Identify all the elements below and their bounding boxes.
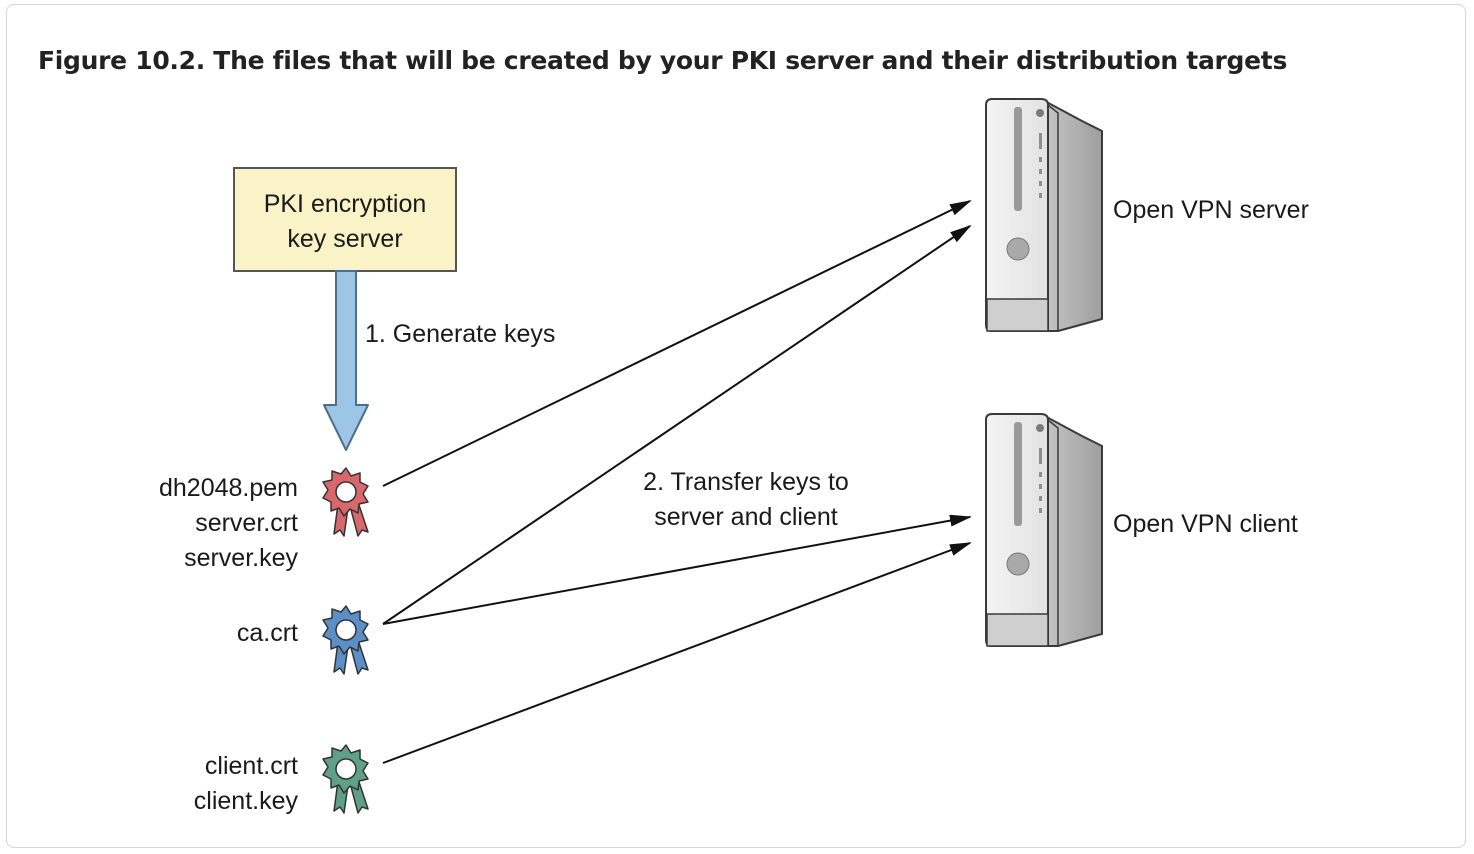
- file-label-client-crt: client.crt: [205, 752, 298, 780]
- vpn-client-label: Open VPN client: [1113, 510, 1298, 538]
- figure-caption: Figure 10.2. The files that will be crea…: [38, 46, 1288, 75]
- pki-box-line1: PKI encryption: [264, 190, 427, 218]
- vpn-client-tower-icon: [985, 413, 1103, 647]
- figure-frame: [6, 4, 1466, 848]
- step1-label: 1. Generate keys: [365, 320, 555, 348]
- arrow-server-files-to-vpn-server: [382, 200, 972, 487]
- file-label-ca-crt: ca.crt: [237, 619, 298, 647]
- transfer-arrows: [382, 200, 972, 764]
- arrow-client-files-to-vpn-client: [382, 542, 972, 764]
- file-group-ca: ca.crt: [237, 619, 298, 647]
- file-label-server-key: server.key: [184, 544, 298, 572]
- file-label-server-crt: server.crt: [195, 509, 298, 537]
- pki-box-line2: key server: [287, 225, 402, 253]
- arrow-ca-to-vpn-client: [382, 514, 972, 625]
- file-group-server: dh2048.pem server.crt server.key: [159, 474, 299, 572]
- file-label-dh2048: dh2048.pem: [159, 474, 298, 502]
- file-label-client-key: client.key: [194, 787, 299, 815]
- arrow-ca-to-vpn-server: [382, 224, 972, 625]
- vpn-server-tower-icon: [985, 98, 1103, 332]
- ca-certificate-icon: [322, 605, 369, 675]
- client-certificate-icon: [322, 744, 369, 814]
- generate-keys-arrow: [323, 270, 369, 451]
- step2-label-line1: 2. Transfer keys to: [643, 468, 849, 496]
- server-certificate-icon: [322, 467, 369, 537]
- pki-key-server-box: PKI encryption key server: [233, 167, 457, 272]
- step2-label-line2: server and client: [654, 503, 837, 531]
- file-group-client: client.crt client.key: [194, 752, 299, 815]
- vpn-server-label: Open VPN server: [1113, 196, 1309, 224]
